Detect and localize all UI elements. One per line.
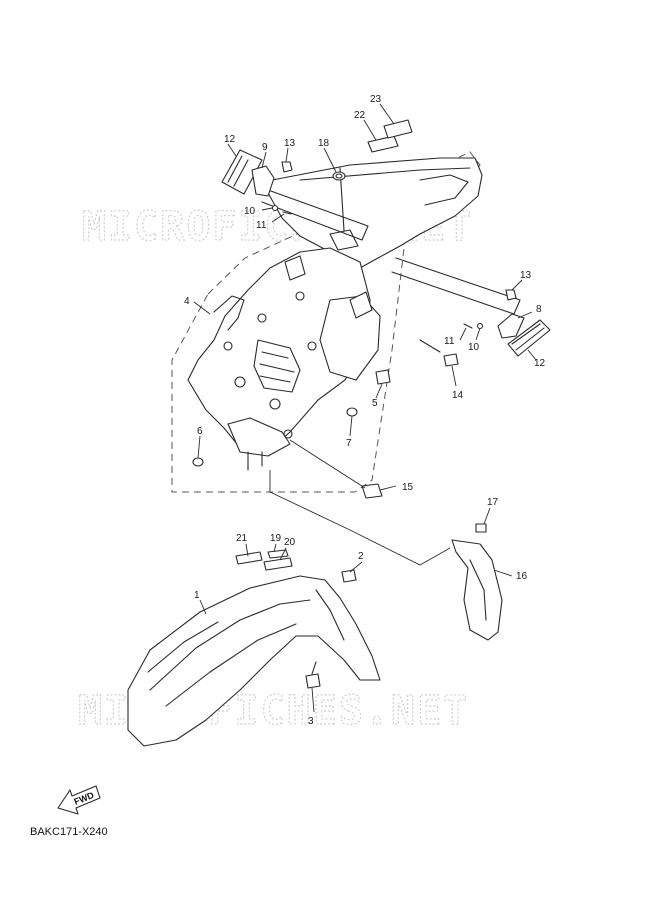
bolt-part-3[interactable] bbox=[305, 661, 321, 689]
nut-right-part-13[interactable] bbox=[505, 289, 517, 301]
nut-left-part-13[interactable] bbox=[281, 161, 293, 173]
callout-11-left: 11 bbox=[256, 220, 267, 231]
callout-labels: 12 9 13 10 11 18 22 23 4 13 8 11 10 12 1… bbox=[184, 94, 546, 727]
screw-left-part-11[interactable] bbox=[282, 211, 292, 215]
reflector-bracket-left-part-9[interactable] bbox=[251, 165, 275, 197]
callout-17: 17 bbox=[487, 497, 499, 508]
rear-fender-assembly-boundary bbox=[171, 151, 481, 493]
callout-13-left: 13 bbox=[284, 138, 296, 149]
callout-1: 1 bbox=[194, 590, 200, 601]
washer-right-part-10[interactable] bbox=[476, 322, 484, 330]
callout-5: 5 bbox=[372, 398, 378, 409]
diagram-code: BAKC171-X240 bbox=[30, 826, 108, 838]
grommet-part-7[interactable] bbox=[346, 407, 358, 417]
decal-part-19[interactable] bbox=[267, 549, 289, 559]
callout-21: 21 bbox=[236, 533, 248, 544]
callout-12-right: 12 bbox=[534, 358, 546, 369]
bolt-part-14[interactable] bbox=[419, 339, 459, 367]
callout-3: 3 bbox=[308, 716, 314, 727]
callout-23: 23 bbox=[370, 94, 382, 105]
assembly-leader-line bbox=[269, 470, 451, 566]
callout-19: 19 bbox=[270, 533, 282, 544]
decal-part-23[interactable] bbox=[383, 119, 413, 139]
callout-4: 4 bbox=[184, 296, 190, 307]
washer-left-part-10[interactable] bbox=[271, 204, 279, 212]
callout-22: 22 bbox=[354, 110, 366, 121]
clip-part-15[interactable] bbox=[361, 483, 383, 499]
reflector-right-part-12[interactable] bbox=[507, 319, 551, 357]
callout-16: 16 bbox=[516, 571, 528, 582]
callout-14: 14 bbox=[452, 390, 464, 401]
callout-13-right: 13 bbox=[520, 270, 532, 281]
callout-leaders bbox=[193, 103, 537, 713]
front-fender-part-1[interactable] bbox=[127, 575, 381, 747]
callout-12-left: 12 bbox=[224, 134, 236, 145]
grommet-part-6[interactable] bbox=[192, 457, 204, 467]
callout-6: 6 bbox=[197, 426, 203, 437]
decal-part-21[interactable] bbox=[235, 551, 263, 565]
callout-15: 15 bbox=[402, 482, 414, 493]
callout-2: 2 bbox=[358, 551, 364, 562]
forward-direction-arrow-icon: FWD bbox=[57, 785, 101, 815]
screw-part-17[interactable] bbox=[475, 523, 487, 533]
rear-fender-part-4[interactable] bbox=[187, 157, 483, 471]
callout-7: 7 bbox=[346, 438, 352, 449]
callout-18: 18 bbox=[318, 138, 330, 149]
fender-bracket-bars bbox=[261, 189, 521, 315]
callout-10-left: 10 bbox=[244, 206, 256, 217]
decal-part-22[interactable] bbox=[367, 135, 399, 153]
callout-10-right: 10 bbox=[468, 342, 480, 353]
mudguard-part-16[interactable] bbox=[451, 539, 503, 641]
callout-9: 9 bbox=[262, 142, 268, 153]
grommet-part-18[interactable] bbox=[332, 171, 346, 181]
reflector-bracket-right-part-8[interactable] bbox=[497, 313, 525, 339]
decal-part-20[interactable] bbox=[263, 557, 293, 571]
clip-part-2[interactable] bbox=[341, 569, 357, 583]
callout-20: 20 bbox=[284, 537, 296, 548]
callout-8: 8 bbox=[536, 304, 542, 315]
reflector-left-part-12[interactable] bbox=[221, 149, 263, 195]
nut-part-5[interactable] bbox=[375, 369, 391, 385]
callout-11-right: 11 bbox=[444, 336, 455, 347]
assembly-leader-line-2 bbox=[289, 439, 366, 489]
screw-right-part-11[interactable] bbox=[463, 323, 473, 329]
